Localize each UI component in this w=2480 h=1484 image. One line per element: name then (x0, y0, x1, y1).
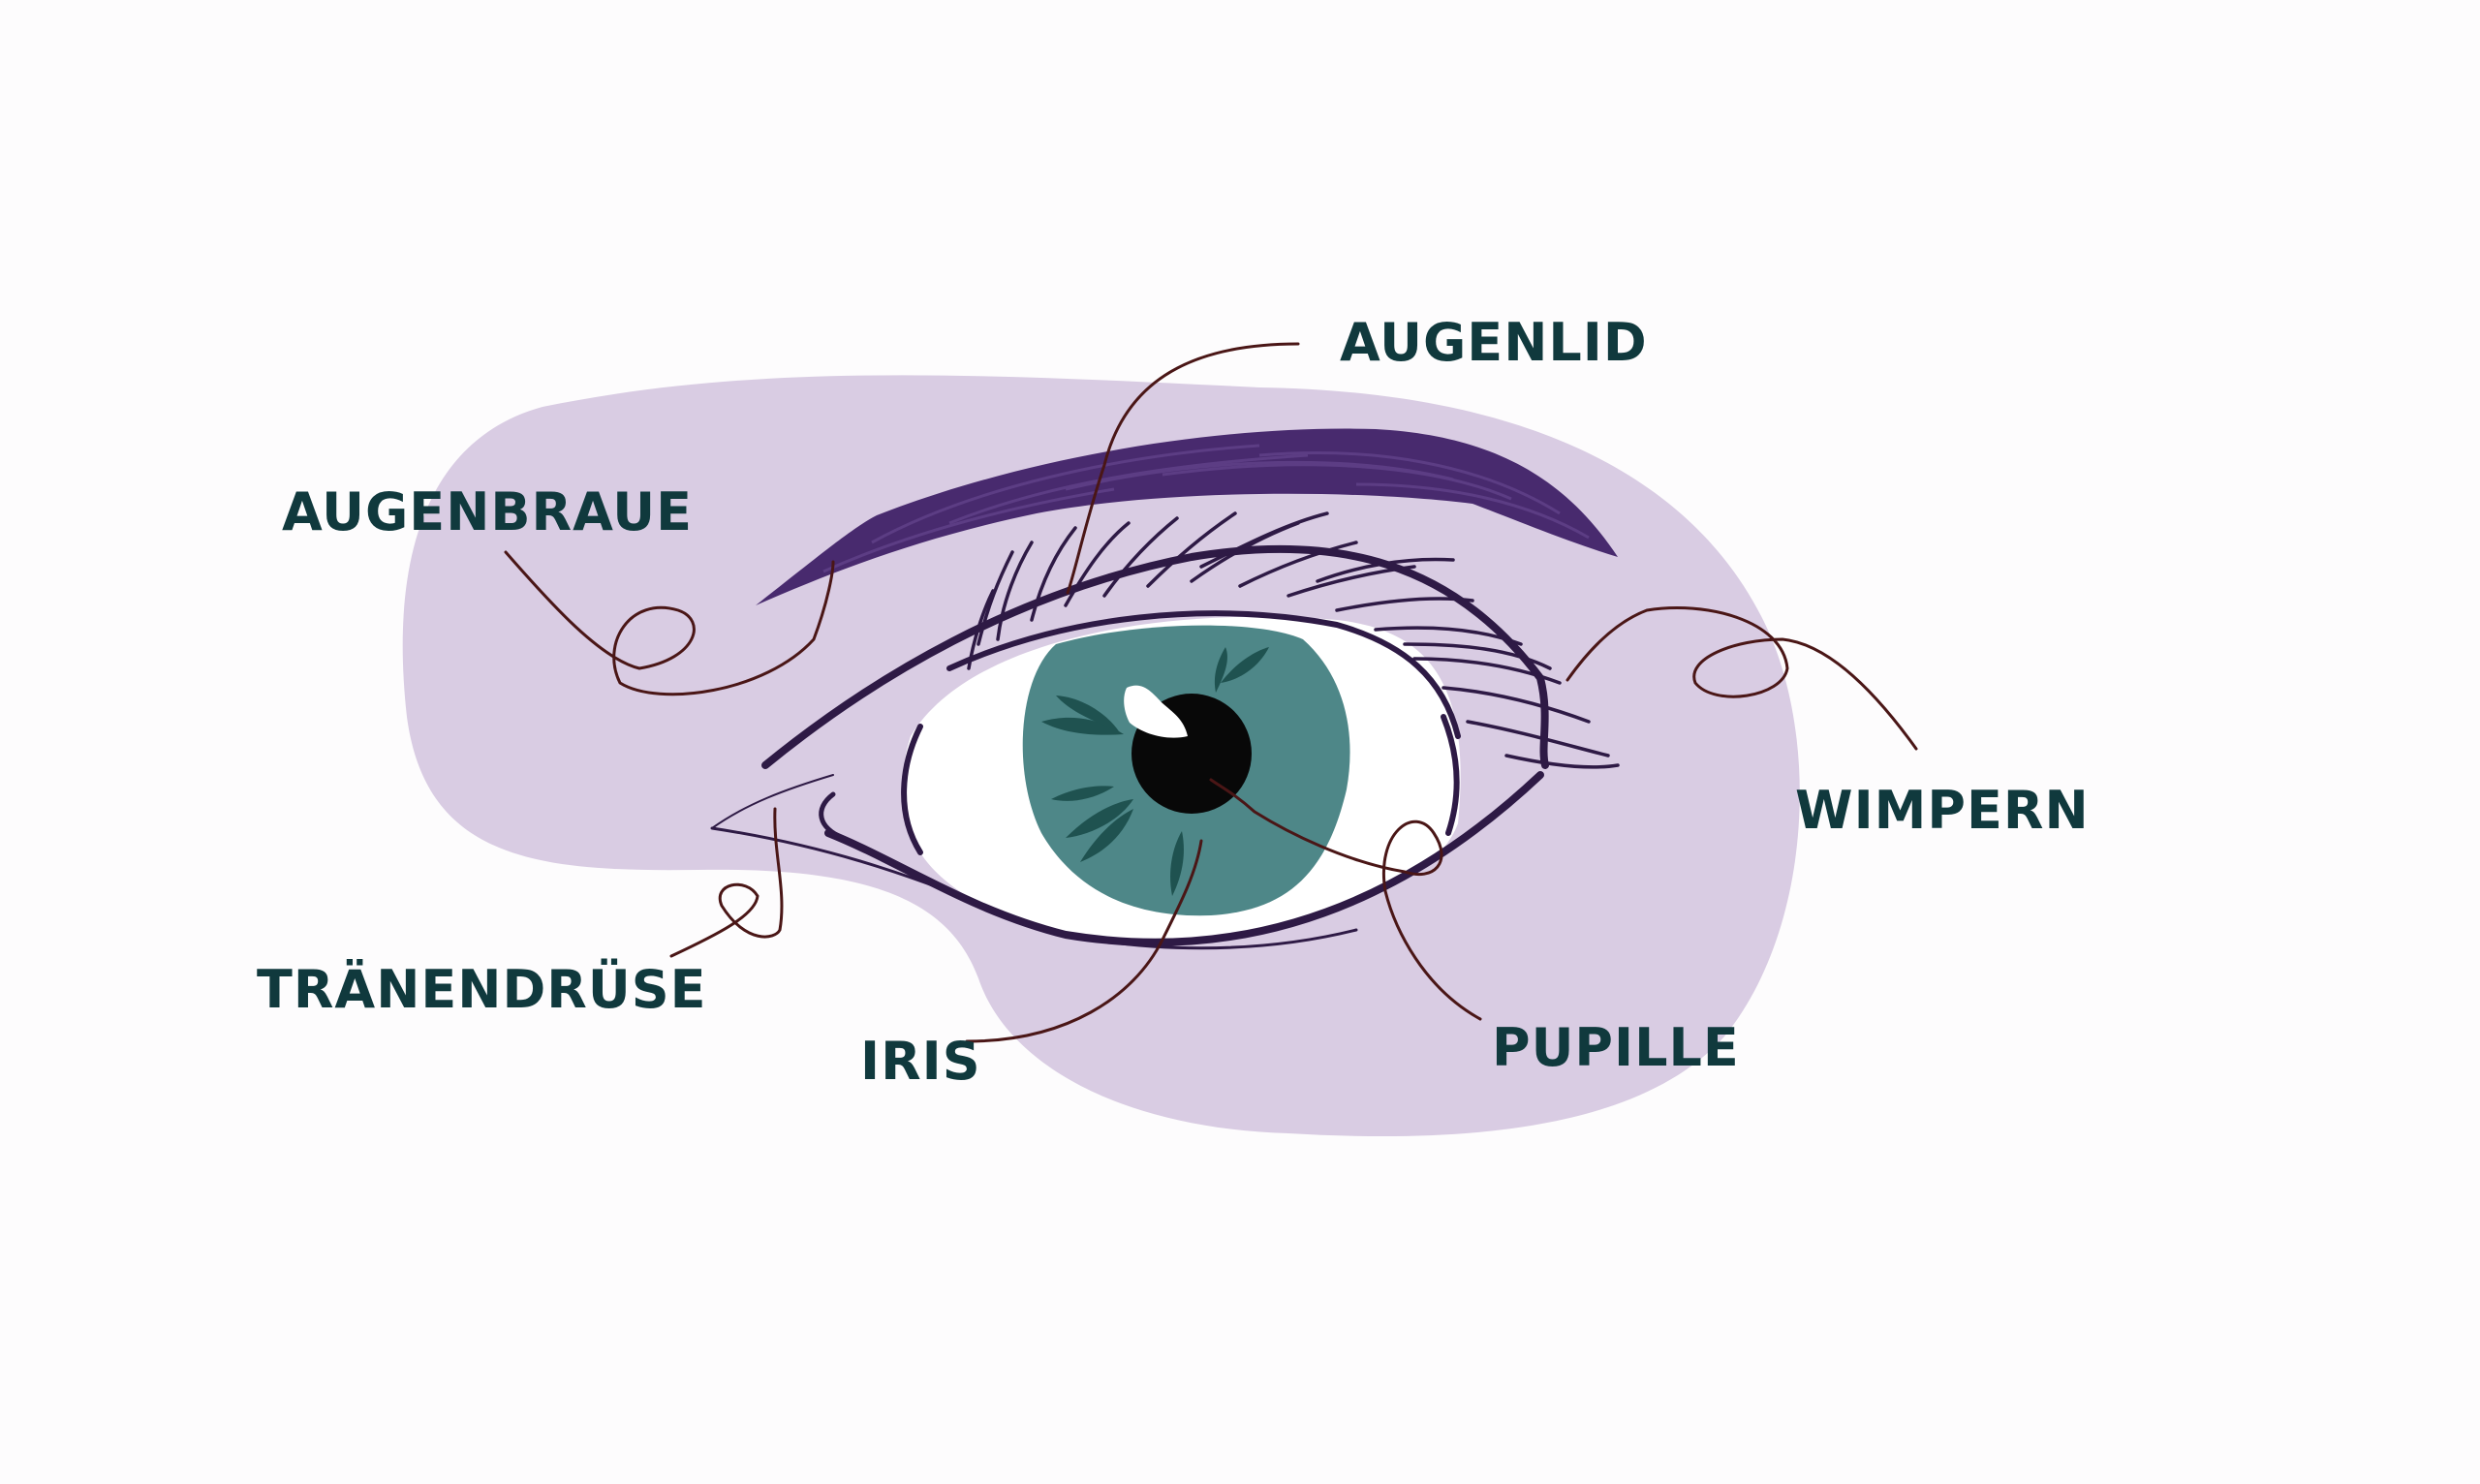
eyelash (996, 541, 1034, 641)
eyebrow-hair (1258, 451, 1561, 515)
eyelash (1316, 557, 1455, 583)
outer-corner-line (1441, 714, 1460, 836)
eye-outline (710, 544, 1549, 950)
eyelash (976, 550, 1014, 646)
eyelash (967, 589, 995, 670)
eyebrow-hair (1162, 463, 1512, 501)
leader-wimpern (1566, 606, 1918, 751)
eyelash (1199, 511, 1329, 569)
eyebrow-hair (822, 487, 1115, 573)
eyebrow-hair-strokes (822, 444, 1590, 573)
label-augenlid: AUGENLID (1340, 312, 1648, 373)
iris-streak (1066, 799, 1133, 838)
iris-streak (1221, 647, 1269, 683)
eyebrow (756, 428, 1618, 605)
iris-streak (1214, 647, 1227, 693)
label-iris: IRIS (860, 1031, 981, 1092)
iris-streak (1170, 831, 1184, 896)
upper-lid-crease (946, 610, 1461, 739)
leader-augenlid (1066, 342, 1300, 595)
tear-duct-curve (819, 791, 846, 841)
upper-eyelid-line (761, 544, 1549, 769)
eyelash (1146, 511, 1237, 588)
eyelash (1374, 626, 1523, 646)
eyebrow-hair (1355, 482, 1590, 540)
leader-augenbraue (504, 550, 835, 696)
eyelash (1466, 720, 1610, 757)
eyelash (1335, 597, 1474, 612)
iris-streak (1056, 696, 1119, 731)
eyebrow-hair (871, 444, 1260, 544)
leader-lines (504, 342, 1918, 1043)
iris-streak (1051, 786, 1114, 801)
eyelash (1064, 521, 1131, 607)
eyelash (1403, 642, 1552, 670)
label-traenenduese: TRÄNENDRÜSE (257, 959, 707, 1020)
lower-lid-thin-line (710, 826, 1358, 950)
inner-corner-line (901, 724, 923, 855)
eyelash (1238, 541, 1358, 588)
eyelashes (967, 511, 1620, 769)
label-augenbraue: AUGENBRAUE (282, 481, 693, 542)
label-wimpern: WIMPERN (1795, 780, 2090, 841)
eye-highlight (1124, 685, 1188, 738)
iris-streak (1080, 809, 1133, 862)
eyelash (1030, 526, 1077, 622)
eyelash (1442, 686, 1591, 724)
eyelash (1412, 657, 1562, 685)
eyelash (1286, 565, 1416, 598)
eyelash (1504, 754, 1620, 769)
iris-streak (1041, 717, 1124, 735)
leader-iris (965, 839, 1203, 1043)
label-pupille: PUPILLE (1492, 1017, 1740, 1078)
eyelash (1102, 516, 1179, 598)
iris-streaks (1041, 647, 1269, 896)
inner-thin-line (711, 774, 834, 829)
leader-pupille (1209, 778, 1482, 1021)
leader-traenenduese (669, 807, 784, 958)
lower-eyelid-line (824, 771, 1544, 946)
